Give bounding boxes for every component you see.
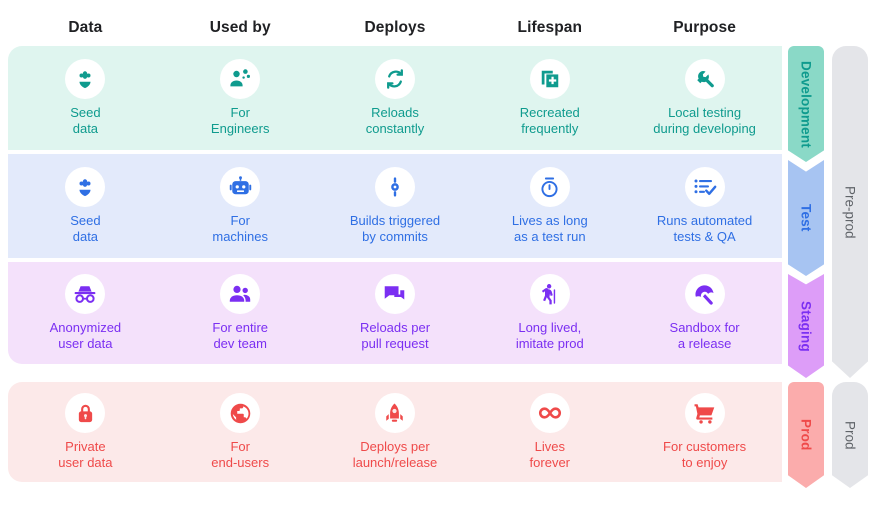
- cell-staging-data: Anonymized user data: [8, 274, 163, 352]
- row-staging: Anonymized user data For entire dev team: [8, 262, 782, 364]
- cell-prod-data: Private user data: [8, 393, 163, 471]
- cell-development-used-by: For Engineers: [163, 59, 318, 137]
- stage-chevron-prod: Prod: [788, 382, 824, 488]
- column-header-lifespan: Lifespan: [517, 19, 583, 36]
- cell-label: Long lived, imitate prod: [515, 320, 584, 351]
- flower-icon: [65, 59, 106, 99]
- row-test: Seed data For machines: [8, 154, 782, 258]
- stage-label: Test: [798, 204, 814, 232]
- row-development: Seed data For Engineers: [8, 46, 782, 150]
- stage-chevron-test: Test: [788, 160, 824, 276]
- flower-icon: [65, 167, 106, 207]
- row-prod: Private user data For end-users Deploy: [8, 382, 782, 482]
- cell-prod-used-by: For end-users: [163, 393, 318, 471]
- wrench-icon: [684, 59, 725, 99]
- cell-label: Anonymized user data: [49, 320, 122, 351]
- cell-staging-purpose: Sandbox for a release: [627, 274, 782, 352]
- cell-label: Deploys per launch/release: [352, 439, 438, 470]
- stage-chevron-development: Development: [788, 46, 824, 162]
- chat-bubbles-icon: [374, 274, 415, 314]
- cell-label: For entire dev team: [212, 320, 269, 351]
- cell-label: For end-users: [211, 439, 270, 470]
- refresh-loop-icon: [374, 59, 415, 99]
- cell-label: For customers to enjoy: [663, 439, 747, 470]
- cell-label: Reloads per pull request: [359, 320, 431, 351]
- cell-label: Reloads constantly: [365, 105, 425, 136]
- group-label: Prod: [842, 420, 858, 450]
- stage-label: Prod: [798, 419, 814, 451]
- group-label: Pre-prod: [842, 185, 858, 239]
- group-prod: Prod: [832, 382, 868, 488]
- cell-label: For Engineers: [210, 105, 270, 136]
- elder-walking-icon: [529, 274, 570, 314]
- infinity-icon: [529, 393, 570, 433]
- cell-label: Runs automated tests & QA: [656, 213, 753, 244]
- cell-development-data: Seed data: [8, 59, 163, 137]
- stage-label: Development: [798, 60, 814, 148]
- cell-test-lifespan: Lives as long as a test run: [472, 167, 627, 245]
- cell-staging-used-by: For entire dev team: [163, 274, 318, 352]
- cell-label: Recreated frequently: [519, 105, 580, 136]
- column-header-used-by: Used by: [209, 19, 271, 36]
- cell-label: Lives as long as a test run: [511, 213, 588, 244]
- globe-icon: [220, 393, 261, 433]
- cell-test-deploys: Builds triggered by commits: [318, 167, 473, 245]
- cell-label: Seed data: [70, 105, 101, 136]
- cell-staging-lifespan: Long lived, imitate prod: [472, 274, 627, 352]
- rocket-icon: [374, 393, 415, 433]
- cell-test-data: Seed data: [8, 167, 163, 245]
- column-header-row: Data Used by Deploys Lifespan Purpose: [8, 14, 782, 42]
- cell-label: Local testing during developing: [653, 105, 756, 136]
- cell-label: Private user data: [58, 439, 113, 470]
- cell-label: Lives forever: [529, 439, 571, 470]
- cell-prod-deploys: Deploys per launch/release: [318, 393, 473, 471]
- stage-label: Staging: [798, 300, 814, 352]
- column-header-purpose: Purpose: [673, 19, 736, 36]
- lock-icon: [65, 393, 106, 433]
- cell-prod-purpose: For customers to enjoy: [627, 393, 782, 471]
- cell-label: For machines: [212, 213, 269, 244]
- cell-development-deploys: Reloads constantly: [318, 59, 473, 137]
- incognito-icon: [65, 274, 106, 314]
- column-header-data: Data: [68, 19, 103, 36]
- robot-icon: [220, 167, 261, 207]
- cell-development-purpose: Local testing during developing: [627, 59, 782, 137]
- column-header-deploys: Deploys: [364, 19, 426, 36]
- cell-staging-deploys: Reloads per pull request: [318, 274, 473, 352]
- stage-chevron-staging: Staging: [788, 274, 824, 378]
- shopping-cart-icon: [684, 393, 725, 433]
- cell-test-purpose: Runs automated tests & QA: [627, 167, 782, 245]
- stopwatch-icon: [529, 167, 570, 207]
- cell-prod-lifespan: Lives forever: [472, 393, 627, 471]
- cell-label: Sandbox for a release: [669, 320, 740, 351]
- people-icon: [220, 274, 261, 314]
- checklist-icon: [684, 167, 725, 207]
- commit-icon: [374, 167, 415, 207]
- cell-label: Seed data: [70, 213, 101, 244]
- cell-test-used-by: For machines: [163, 167, 318, 245]
- beach-umbrella-icon: [684, 274, 725, 314]
- cell-development-lifespan: Recreated frequently: [472, 59, 627, 137]
- cell-label: Builds triggered by commits: [349, 213, 441, 244]
- group-pre-prod: Pre-prod: [832, 46, 868, 378]
- engineer-icon: [220, 59, 261, 99]
- add-document-icon: [529, 59, 570, 99]
